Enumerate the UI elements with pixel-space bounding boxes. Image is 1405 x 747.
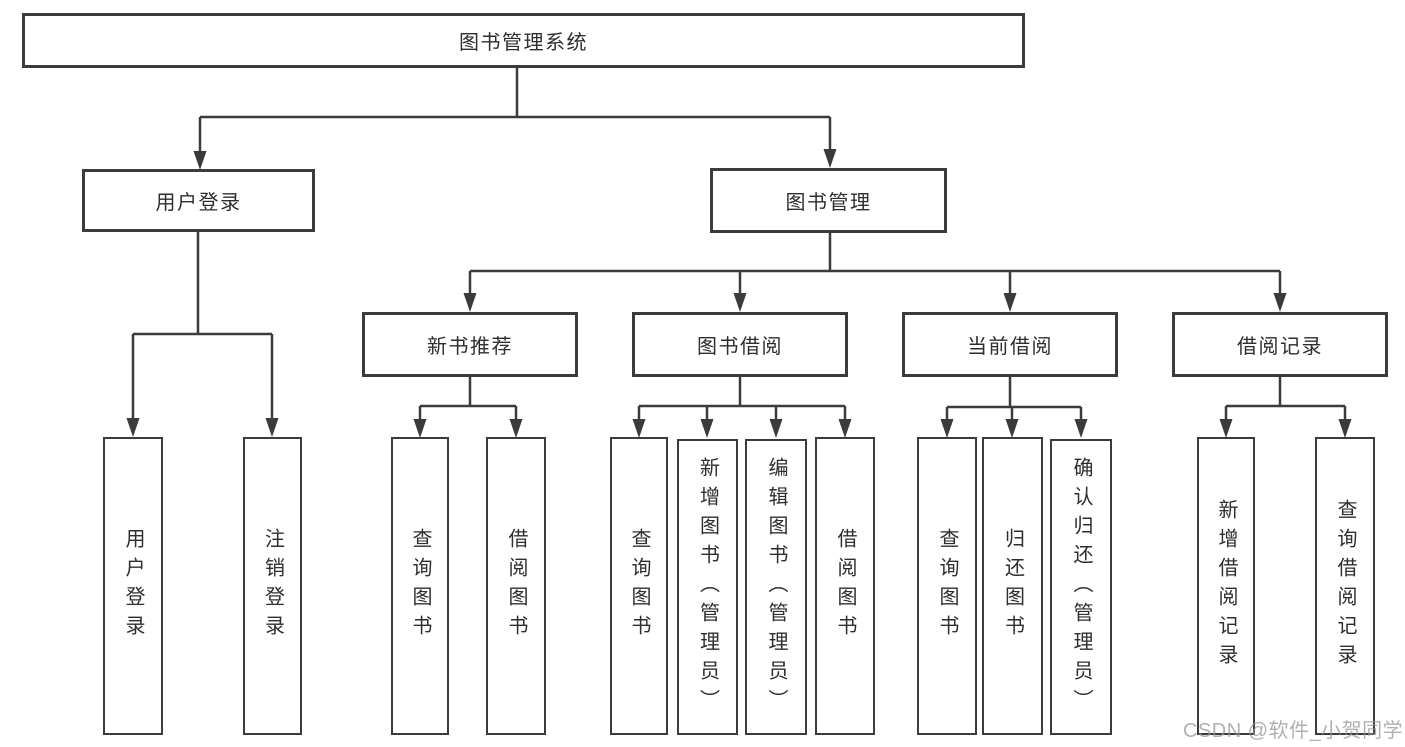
node-new-book-recommend: 新书推荐 xyxy=(362,312,578,377)
leaf-add-books-admin: 新增图书（管理员） xyxy=(677,439,738,735)
node-label: 借阅图书 xyxy=(834,528,856,644)
node-label: 注销登录 xyxy=(261,528,284,644)
leaf-confirm-return-admin: 确认归还（管理员） xyxy=(1050,439,1112,735)
branch-user-login xyxy=(126,232,279,437)
leaf-borrow-books-1: 借阅图书 xyxy=(486,437,546,735)
node-book-borrow: 图书借阅 xyxy=(632,312,848,377)
branch-root xyxy=(193,68,837,170)
leaf-query-books-1: 查询图书 xyxy=(391,437,449,735)
leaf-query-books-3: 查询图书 xyxy=(917,437,977,735)
node-root-library-system: 图书管理系统 xyxy=(22,13,1025,68)
leaf-user-login: 用户登录 xyxy=(103,437,163,735)
node-label: 图书管理系统 xyxy=(459,32,588,54)
node-label: 新增借阅记录 xyxy=(1215,499,1237,673)
node-label: 查询借阅记录 xyxy=(1334,499,1356,673)
node-label: 借阅图书 xyxy=(505,528,527,644)
branch-new-book xyxy=(413,377,523,438)
node-label: 用户登录 xyxy=(155,192,242,214)
branch-current-borrow xyxy=(940,377,1088,438)
node-label: 查询图书 xyxy=(628,528,650,644)
branch-borrow-records xyxy=(1219,377,1352,438)
node-borrow-records: 借阅记录 xyxy=(1172,312,1388,377)
node-label: 借阅记录 xyxy=(1237,336,1323,358)
node-label: 当前借阅 xyxy=(967,336,1053,358)
node-label: 新书推荐 xyxy=(427,336,513,358)
node-user-login: 用户登录 xyxy=(82,169,315,232)
node-label: 用户登录 xyxy=(122,528,144,644)
leaf-logout: 注销登录 xyxy=(243,437,302,735)
node-book-management: 图书管理 xyxy=(710,168,947,233)
node-label: 编辑图书（管理员） xyxy=(765,456,787,718)
node-label: 图书管理 xyxy=(785,192,872,214)
leaf-add-borrow-record: 新增借阅记录 xyxy=(1197,437,1255,735)
branch-book-borrow xyxy=(632,377,852,438)
leaf-query-borrow-record: 查询借阅记录 xyxy=(1315,437,1375,735)
leaf-borrow-books-2: 借阅图书 xyxy=(815,437,875,735)
node-label: 查询图书 xyxy=(409,528,431,644)
node-label: 查询图书 xyxy=(936,528,958,644)
node-label: 新增图书（管理员） xyxy=(696,456,719,718)
node-current-borrow: 当前借阅 xyxy=(902,312,1118,377)
leaf-edit-books-admin: 编辑图书（管理员） xyxy=(745,439,807,735)
node-label: 归还图书 xyxy=(1001,528,1024,644)
csdn-watermark: CSDN @软件_小贺同学 xyxy=(1183,720,1404,742)
leaf-return-books: 归还图书 xyxy=(982,437,1043,735)
leaf-query-books-2: 查询图书 xyxy=(610,437,668,735)
branch-book-management xyxy=(463,233,1287,312)
node-label: 图书借阅 xyxy=(697,336,783,358)
node-label: 确认归还（管理员） xyxy=(1070,456,1092,718)
